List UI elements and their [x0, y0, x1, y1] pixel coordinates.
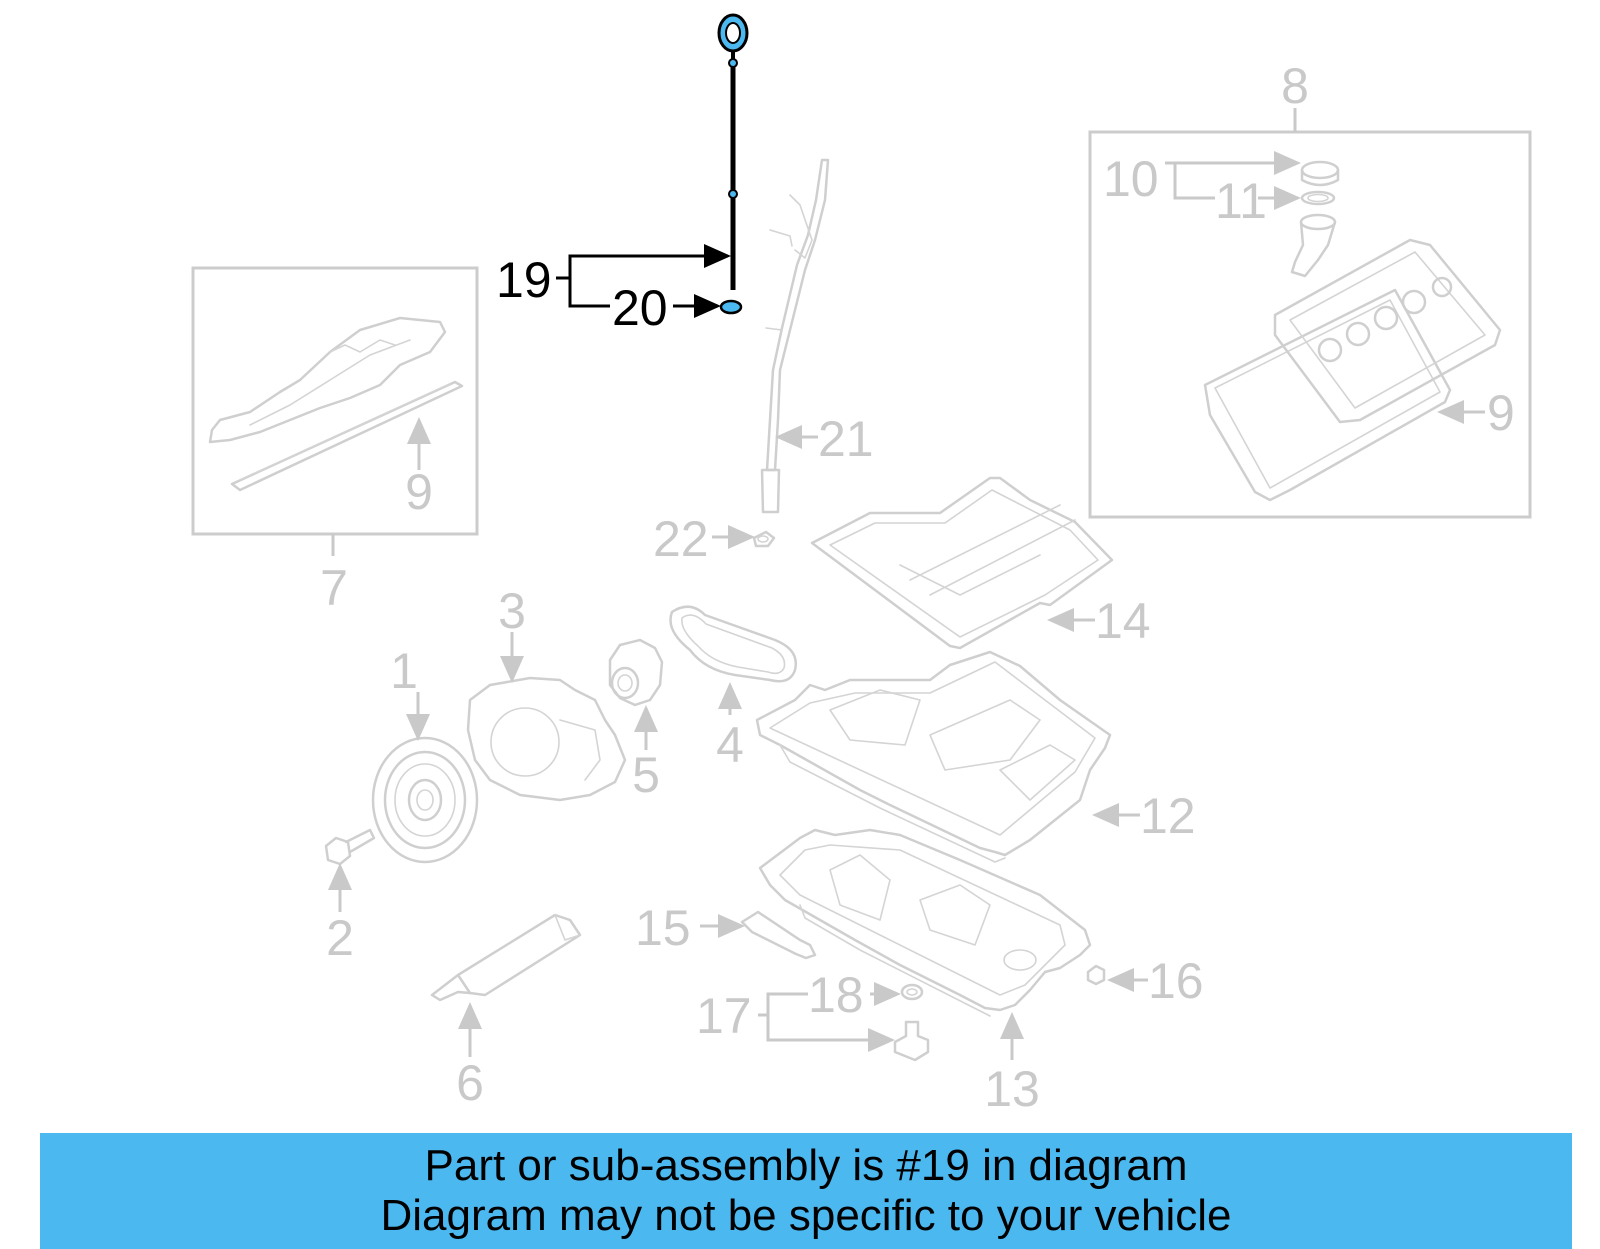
sealant-tube-15	[700, 910, 817, 960]
callout-19: 19	[496, 252, 552, 308]
callout-4: 4	[716, 717, 744, 773]
callout-11: 11	[1215, 173, 1267, 229]
callout-7: 7	[320, 560, 348, 616]
lower-oil-pan-13	[758, 828, 1092, 1060]
timing-cover-3	[466, 632, 627, 802]
callout-16: 16	[1148, 953, 1204, 1009]
callout-9-left: 9	[405, 464, 433, 520]
callout-8: 8	[1281, 58, 1309, 114]
callout-13: 13	[984, 1061, 1040, 1117]
callout-21: 21	[818, 411, 874, 467]
seal-22	[712, 525, 776, 549]
dipstick-tube-21	[760, 158, 830, 514]
water-pump-5	[608, 638, 664, 750]
callout-22: 22	[653, 511, 709, 567]
sensor-17-washer-18	[758, 982, 930, 1062]
timing-belt-4	[669, 605, 798, 715]
callout-5: 5	[632, 747, 660, 803]
banner-line-2: Diagram may not be specific to your vehi…	[380, 1191, 1232, 1240]
callout-15: 15	[635, 900, 691, 956]
banner-line-1: Part or sub-assembly is #19 in diagram	[424, 1141, 1188, 1190]
dipstick-part-19[interactable]	[717, 13, 749, 315]
info-banner: Part or sub-assembly is #19 in diagram D…	[40, 1133, 1572, 1249]
callout-17: 17	[696, 988, 752, 1044]
drain-plug-16	[1086, 964, 1148, 992]
leaders-19-20	[556, 244, 731, 318]
inset-box-7	[191, 266, 479, 556]
callout-1: 1	[390, 643, 418, 699]
callout-10: 10	[1103, 151, 1159, 207]
callout-2: 2	[326, 910, 354, 966]
callout-numbers: 1 2 3 4 5 6 7 8 9 9 10 11 12 13 14 15 16…	[320, 58, 1515, 1117]
callout-14: 14	[1095, 593, 1151, 649]
callout-6: 6	[456, 1055, 484, 1111]
upper-oil-pan-12	[755, 650, 1140, 863]
callout-3: 3	[498, 583, 526, 639]
baffle-14	[810, 476, 1114, 650]
inset-box-8	[1088, 108, 1532, 519]
callout-9-right: 9	[1487, 385, 1515, 441]
callout-18: 18	[808, 967, 864, 1023]
pulley-1	[371, 692, 479, 864]
sealant-tube-6	[430, 913, 582, 1057]
callout-12: 12	[1140, 788, 1196, 844]
callout-20: 20	[612, 280, 668, 336]
bolt-2	[324, 828, 376, 912]
